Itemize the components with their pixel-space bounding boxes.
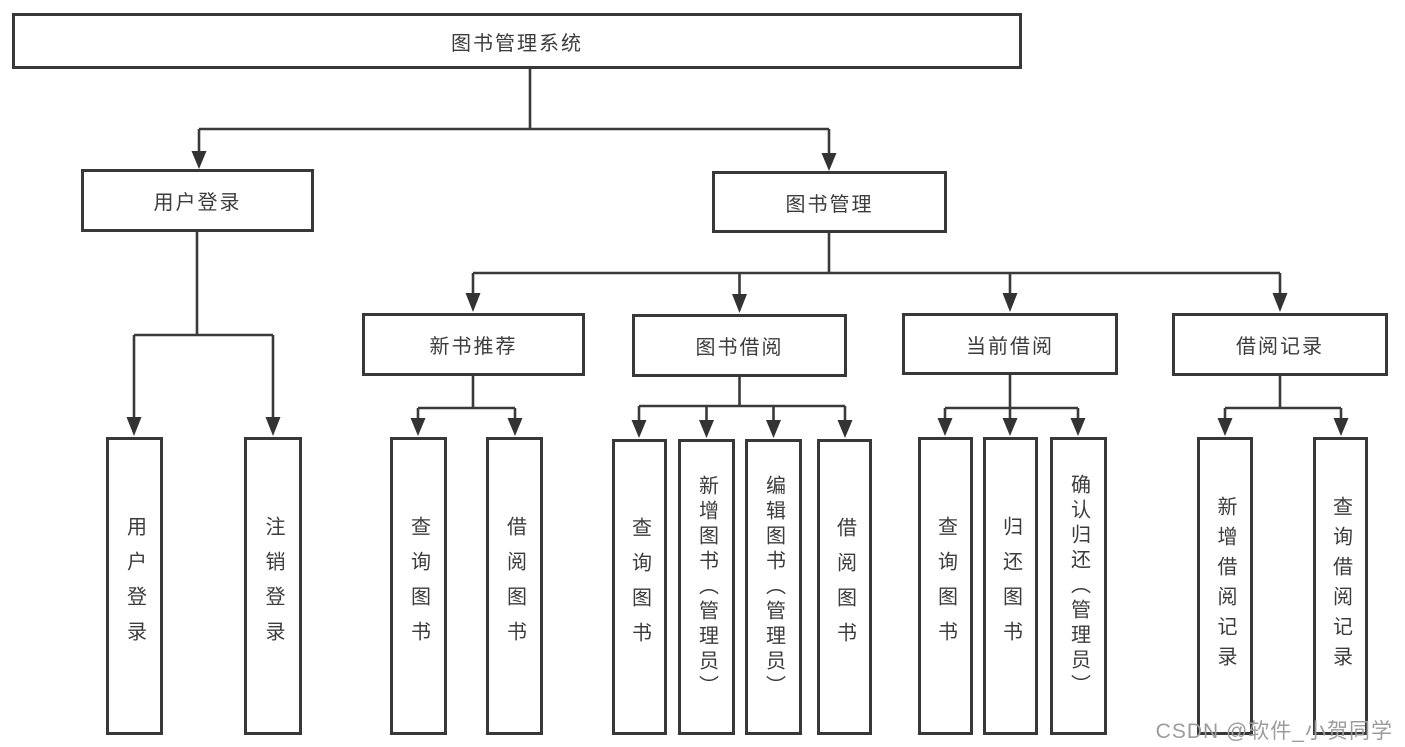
node-label: 图书管理: [785, 193, 874, 216]
node-label: 归还图书: [999, 516, 1022, 656]
connector-newbookrec-to-children: [410, 376, 523, 436]
node-label: 借阅图书: [833, 517, 856, 657]
csdn-watermark: CSDN @软件_小贺同学: [1155, 720, 1393, 743]
node-borrow-records: 借阅记录: [1172, 313, 1388, 376]
connector-borrowrecords-to-children: [1217, 376, 1349, 436]
node-leaf-logout: 注销登录: [244, 437, 302, 735]
node-label: 借阅记录: [1236, 336, 1324, 358]
node-leaf-query-borrow-record: 查询借阅记录: [1313, 437, 1368, 735]
node-leaf-query-books-current: 查询图书: [918, 437, 973, 735]
connector-userlogin-to-children: [126, 232, 281, 436]
node-leaf-confirm-return-admin: 确认归还（管理员）: [1050, 437, 1107, 735]
node-leaf-query-books-rec: 查询图书: [390, 437, 447, 735]
node-new-book-recommendation: 新书推荐: [362, 313, 585, 376]
node-label: 新增借阅记录: [1214, 496, 1236, 676]
node-label: 确认归还（管理员）: [1067, 473, 1090, 699]
node-book-management: 图书管理: [712, 171, 947, 233]
node-label: 注销登录: [262, 516, 284, 656]
node-leaf-borrow-books-rec: 借阅图书: [486, 437, 543, 735]
node-label: 查询借阅记录: [1329, 496, 1352, 676]
node-leaf-edit-books-admin: 编辑图书（管理员）: [745, 439, 802, 735]
node-label: 当前借阅: [966, 335, 1054, 358]
node-leaf-add-books-admin: 新增图书（管理员）: [678, 439, 735, 735]
node-label: 新书推荐: [429, 336, 518, 358]
node-label: 用户登录: [123, 516, 146, 656]
node-leaf-return-books: 归还图书: [983, 437, 1038, 735]
node-leaf-user-login: 用户登录: [106, 437, 163, 735]
node-label: 编辑图书（管理员）: [762, 474, 785, 700]
node-current-borrowing: 当前借阅: [902, 313, 1118, 375]
node-root-system: 图书管理系统: [12, 13, 1022, 69]
node-label: 用户登录: [153, 192, 242, 214]
connector-root-to-level2: [191, 69, 837, 171]
node-book-borrowing: 图书借阅: [632, 314, 847, 377]
node-label: 借阅图书: [503, 516, 526, 656]
connector-bookborrow-to-children: [631, 377, 853, 438]
node-leaf-query-books-borrow: 查询图书: [612, 439, 667, 735]
node-label: 图书借阅: [695, 337, 784, 359]
node-label: 查询图书: [628, 517, 651, 657]
connector-currentborrow-to-children: [937, 375, 1086, 436]
node-label: 查询图书: [934, 516, 957, 656]
node-leaf-borrow-books: 借阅图书: [817, 439, 872, 735]
connector-bookmgmt-to-level3: [465, 233, 1288, 313]
node-leaf-add-borrow-record: 新增借阅记录: [1197, 437, 1253, 735]
node-label: 查询图书: [407, 516, 430, 656]
node-label: 图书管理系统: [451, 32, 583, 55]
node-user-login: 用户登录: [81, 169, 314, 232]
node-label: 新增图书（管理员）: [695, 474, 718, 700]
